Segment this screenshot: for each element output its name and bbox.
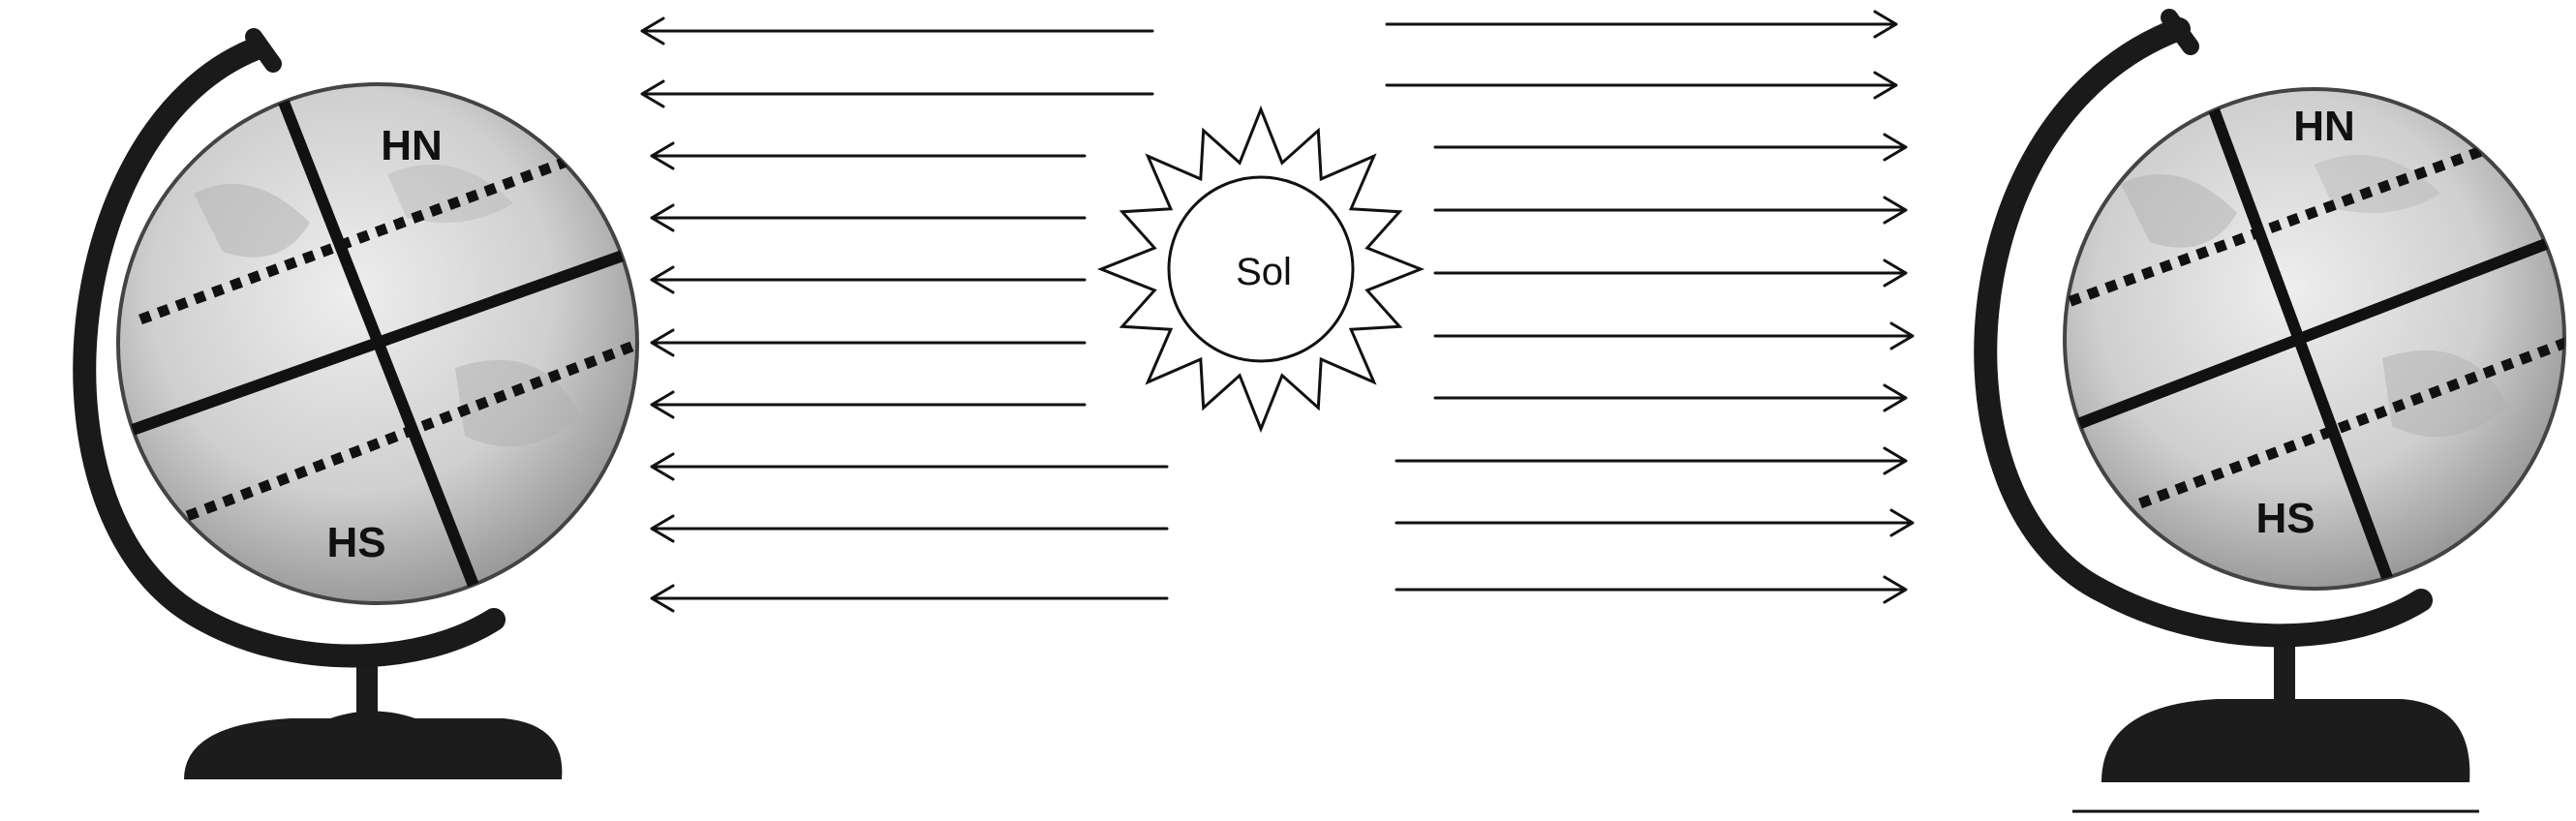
left-sun-rays [640, 16, 1169, 613]
right-globe-south-label: HS [2255, 495, 2315, 542]
left-globe-south-label: HS [326, 519, 385, 566]
right-globe-frame [1974, 17, 2433, 648]
sun-label: Sol [1236, 251, 1292, 293]
left-globe-stand [356, 651, 378, 724]
right-globe-lines [2065, 89, 2564, 589]
right-globe-stand [2274, 644, 2295, 707]
sun-disc [1167, 175, 1355, 363]
right-ray-arrow-6 [1433, 321, 1915, 350]
right-ray-arrow-4 [1433, 196, 1908, 225]
left-ray-arrow-1 [640, 16, 1154, 46]
left-ray-arrow-7 [650, 390, 1087, 419]
right-ray-arrow-2 [1385, 71, 1898, 100]
right-globe-base [2101, 699, 2470, 782]
left-globe: HN HS [73, 28, 639, 779]
right-sun-rays [1385, 10, 1915, 604]
right-ray-arrow-9 [1395, 508, 1915, 537]
left-ray-arrow-8 [650, 452, 1169, 481]
left-globe-north-label: HN [381, 122, 443, 169]
left-globe-frame [73, 37, 506, 668]
left-ray-arrow-9 [650, 514, 1169, 543]
left-ray-arrow-2 [640, 79, 1154, 108]
left-ray-arrow-3 [650, 141, 1087, 170]
right-ray-arrow-5 [1433, 258, 1908, 288]
right-ray-arrow-10 [1395, 575, 1908, 604]
sun: Sol [1096, 105, 1426, 434]
left-ray-arrow-6 [650, 328, 1087, 357]
left-globe-base [184, 718, 563, 779]
right-globe-north-label: HN [2293, 103, 2355, 150]
right-ray-arrow-3 [1433, 133, 1908, 162]
left-ray-arrow-4 [650, 203, 1087, 232]
left-ray-arrow-10 [650, 584, 1169, 613]
left-ray-arrow-5 [650, 265, 1087, 294]
right-ray-arrow-1 [1385, 10, 1898, 39]
right-ray-arrow-7 [1433, 383, 1908, 412]
left-globe-lines [118, 84, 637, 603]
right-ray-arrow-8 [1395, 446, 1908, 475]
right-globe: HN HS [1974, 9, 2566, 813]
